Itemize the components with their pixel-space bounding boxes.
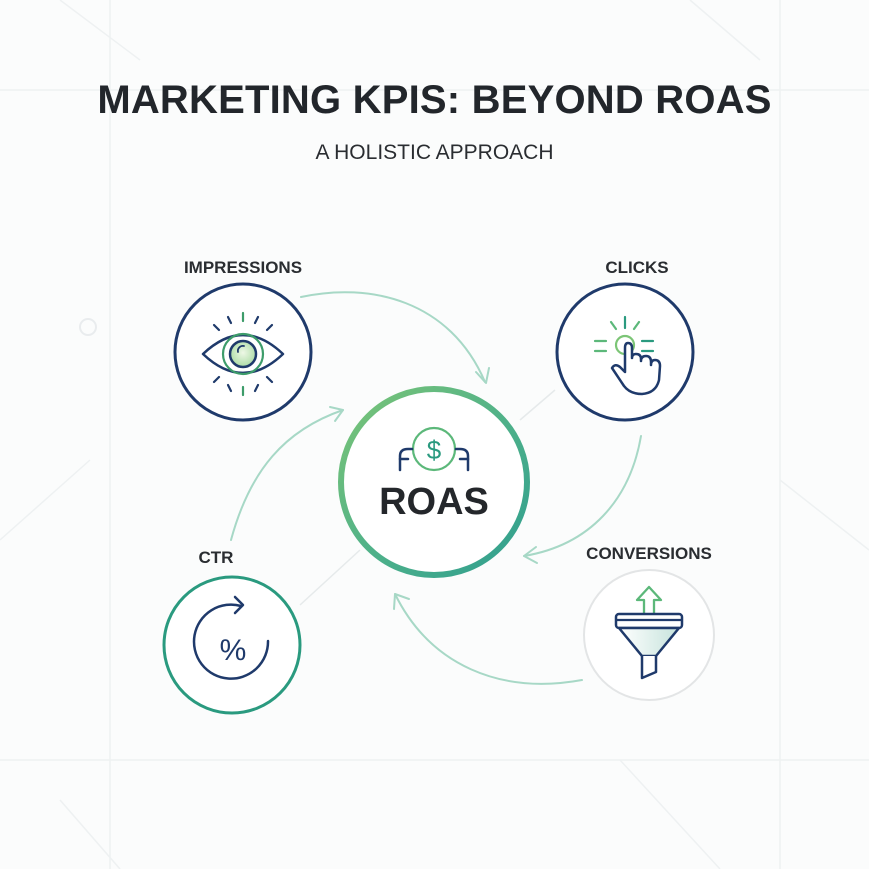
label-roas: ROAS [379,481,489,523]
page-subtitle: A HOLISTIC APPROACH [315,141,554,164]
flow-arrow-impressions-roas [300,291,490,384]
flow-arrow-ctr-roas [230,406,344,541]
svg-text:$: $ [427,435,442,465]
node-ctr[interactable]: % [162,575,302,715]
node-clicks[interactable] [555,282,695,422]
eye-icon [201,311,285,397]
node-roas[interactable]: $ [338,386,530,578]
flow-arrow-conversions-roas [393,593,583,685]
node-conversions[interactable] [583,569,715,701]
label-impressions: IMPRESSIONS [183,258,303,277]
money-hands-icon: $ [398,426,470,472]
label-clicks: CLICKS [605,258,669,277]
flow-arrow-clicks-roas [523,435,642,564]
hand-pointer-click-icon [593,315,662,396]
label-ctr: CTR [198,548,234,567]
label-conversions: CONVERSIONS [586,544,712,563]
svg-text:%: % [220,634,247,667]
node-impressions[interactable] [173,282,313,422]
page-title: MARKETING KPIS: BEYOND ROAS [97,78,772,122]
funnel-arrow-up-icon [614,585,684,680]
percent-cycle-icon: % [192,595,270,680]
